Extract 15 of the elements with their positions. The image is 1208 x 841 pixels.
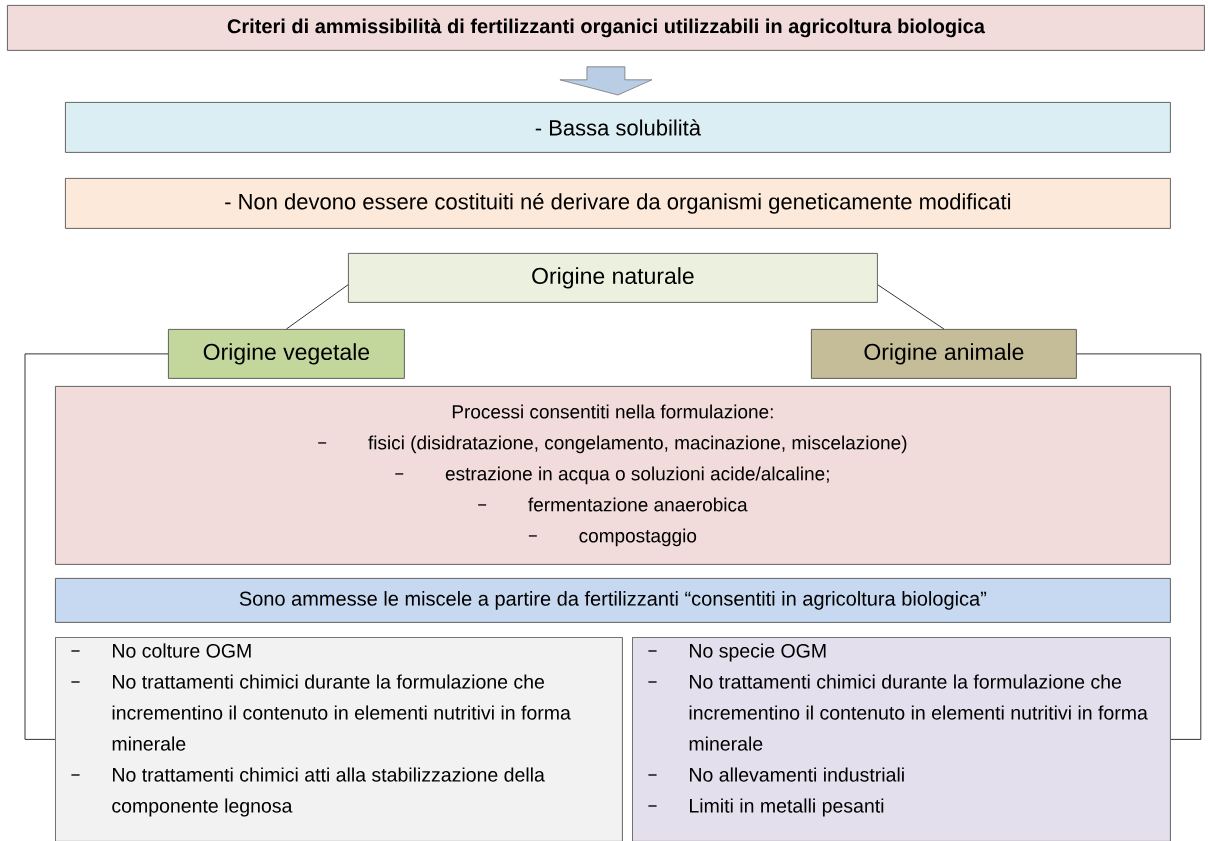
- category-box: Origine animale: [811, 329, 1077, 379]
- note-box: Sono ammesse le miscele a partire da fertilizzanti “consentiti in agricoltura biologica”: [55, 578, 1171, 623]
- bracket-line: [24, 353, 169, 740]
- criterion-box: - Bassa solubilità: [65, 102, 1171, 153]
- process-box: Processi consentiti nella formulazione: fisici (disidratazione, congelamento, macinazione, miscelazione) estrazione in acqua o soluzioni acide/alcaline; fermentazione anaerobica compostaggio: [55, 386, 1171, 565]
- title-box: Criteri di ammissibilità di fertilizzanti organici utilizzabili in agricoltura biologica: [7, 5, 1205, 51]
- category-box: Origine vegetale: [168, 329, 405, 379]
- connector-line: [286, 284, 349, 330]
- criterion-box: - Non devono essere costituiti né derivare da organismi geneticamente modificati: [65, 178, 1171, 229]
- category-box: Origine naturale: [348, 253, 878, 303]
- block-arrow: [559, 66, 653, 96]
- connector-line: [877, 284, 945, 330]
- requirement-box: No specie OGM No trattamenti chimici durante la formulazione che incrementino il contenuto in elementi nutritivi in forma minerale No allevamenti industriali Limiti in metalli pesanti: [632, 637, 1171, 841]
- requirement-box: No colture OGM No trattamenti chimici durante la formulazione che incrementino il contenuto in elementi nutritivi in forma minerale No trattamenti chimici atti alla stabilizzazione della componente legnosa: [55, 637, 623, 841]
- bracket-line: [1076, 353, 1202, 740]
